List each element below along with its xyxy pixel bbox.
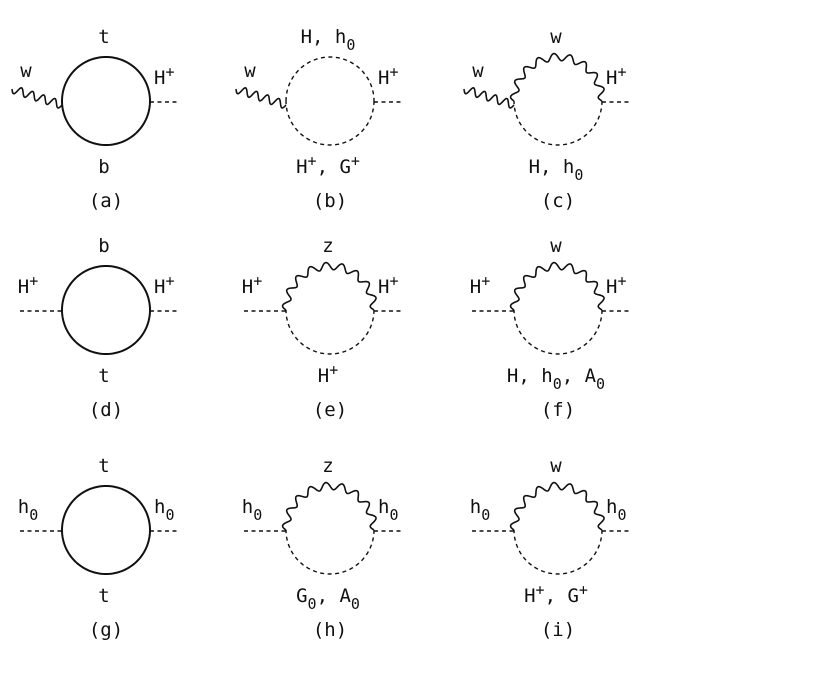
top-label: w [550,26,562,48]
bottom-label: H+ [318,361,338,387]
right-label: h0 [378,496,398,524]
caption-b: (b) [313,190,347,212]
top-label: t [98,455,109,477]
top-propagator-wavy [281,261,377,311]
bottom-propagator-solid [61,100,151,147]
diagram-g: t t h0 h0 (g) [18,455,180,641]
bottom-propagator-dash [285,100,375,146]
diagram-f: w H, h0, A0 H+ H+ (f) [470,235,632,421]
bottom-label: H, h0 [529,156,584,184]
left-label: h0 [470,496,490,524]
bottom-label: G0, A0 [296,585,360,613]
right-label: H+ [154,63,174,89]
top-propagator-wavy [509,52,605,102]
bottom-propagator-solid [61,529,151,576]
left-label: h0 [242,496,262,524]
top-propagator-wavy [281,481,377,531]
external-left-wavy [463,87,515,109]
top-label: z [322,455,333,477]
top-propagator-solid [61,55,151,102]
left-label: w [244,60,256,82]
top-label: t [98,26,109,48]
diagram-a: t b w H+ (a) [11,26,180,212]
external-left-wavy [235,87,287,109]
bottom-propagator-dash [513,529,603,575]
left-label: H+ [18,272,38,298]
diagram-i: wH+, G+ h0 h0 (i) [470,455,632,641]
bottom-propagator-dash [285,529,375,575]
right-label: h0 [606,496,626,524]
caption-g: (g) [89,619,123,641]
right-label: h0 [154,496,174,524]
caption-f: (f) [541,399,575,421]
caption-i: (i) [541,619,575,641]
right-label: H+ [154,272,174,298]
right-label: H+ [378,272,398,298]
top-label: w [550,455,562,477]
left-label: H+ [470,272,490,298]
left-label: H+ [242,272,262,298]
bottom-propagator-dash [285,309,375,355]
right-label: H+ [606,63,626,89]
external-left-wavy [11,87,63,109]
diagram-h: zG0, A0 h0 h0 (h) [242,455,404,641]
top-propagator-wavy [509,481,605,531]
top-propagator-dash [285,56,375,102]
bottom-propagator-solid [61,309,151,356]
caption-a: (a) [89,190,123,212]
right-label: H+ [378,63,398,89]
top-propagator-solid [61,264,151,311]
bottom-propagator-dash [513,309,603,355]
bottom-label: t [98,585,109,607]
caption-h: (h) [313,619,347,641]
caption-d: (d) [89,399,123,421]
top-label: z [322,235,333,257]
bottom-label: H, h0, A0 [507,365,605,393]
bottom-label: H+, G+ [296,152,360,178]
top-label: H, h0 [301,26,356,54]
top-label: w [550,235,562,257]
diagram-b: H, h0 H+, G+ w H+ (b) [235,26,404,212]
diagram-d: b t H+ H+ (d) [18,235,180,421]
left-label: w [472,60,484,82]
bottom-label: b [98,156,109,178]
bottom-propagator-dash [513,100,603,146]
bottom-label: H+, G+ [524,581,588,607]
right-label: H+ [606,272,626,298]
top-label: b [98,235,109,257]
bottom-label: t [98,365,109,387]
left-label: w [20,60,32,82]
top-propagator-solid [61,484,151,531]
top-propagator-wavy [509,261,605,311]
left-label: h0 [18,496,38,524]
caption-c: (c) [541,190,575,212]
caption-e: (e) [313,399,347,421]
diagram-e: zH+ H+ H+ (e) [242,235,404,421]
